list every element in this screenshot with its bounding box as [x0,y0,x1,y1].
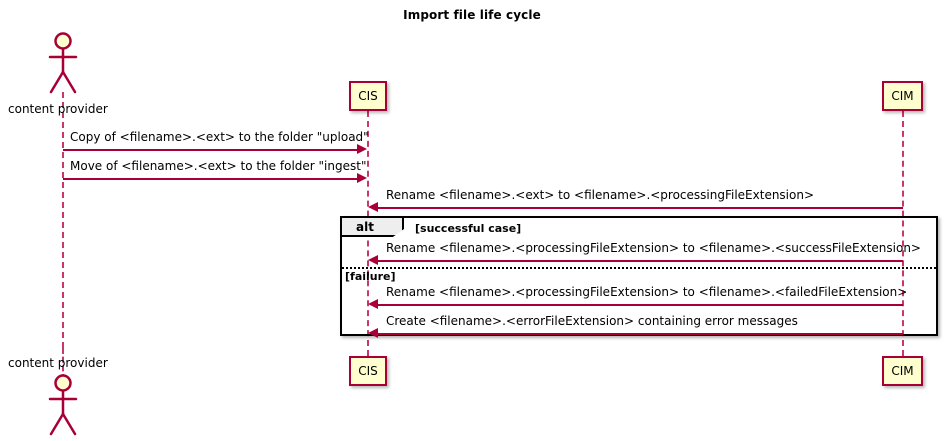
message-line-m1 [63,149,359,151]
message-label-m3: Rename <filename>.<ext> to <filename>.<p… [386,188,815,202]
message-label-m4: Rename <filename>.<processingFileExtensi… [386,241,921,255]
message-label-m6: Create <filename>.<errorFileExtension> c… [386,314,798,328]
participant-cim-top[interactable]: CIM [882,81,923,111]
message-arrowhead-m2 [357,173,367,183]
message-line-m6 [378,333,903,335]
actor-label-top: content provider [8,102,108,116]
message-arrowhead-m1 [357,144,367,154]
message-label-m5: Rename <filename>.<processingFileExtensi… [386,285,908,299]
diagram-title: Import file life cycle [403,8,541,22]
actor-stick-figure-icon [48,32,78,94]
alt-fragment-operator-tab: alt [342,218,404,237]
message-arrowhead-m3 [368,202,378,212]
actor-content-provider-top [43,32,83,94]
alt-fragment-else-divider [342,267,936,269]
message-label-m2: Move of <filename>.<ext> to the folder "… [70,159,367,173]
message-arrowhead-m5 [368,299,378,309]
actor-content-provider-bottom [43,374,83,436]
participant-cis-top[interactable]: CIS [349,81,387,111]
message-arrowhead-m4 [368,255,378,265]
participant-cis-bottom[interactable]: CIS [349,356,387,386]
message-arrowhead-m6 [368,328,378,338]
message-line-m3 [378,207,903,209]
actor-stick-figure-icon [48,374,78,436]
message-line-m4 [378,260,903,262]
lifeline-content-provider-lower [62,348,64,380]
message-line-m5 [378,304,903,306]
message-label-m1: Copy of <filename>.<ext> to the folder "… [70,130,369,144]
lifeline-cim [902,111,904,356]
alt-fragment-guard-successful: [successful case] [415,222,522,235]
alt-fragment-frame [340,216,938,336]
alt-fragment-guard-failure: [failure] [345,270,396,283]
message-line-m2 [63,178,359,180]
participant-cim-bottom[interactable]: CIM [882,356,923,386]
lifeline-content-provider [62,92,64,348]
actor-label-bottom: content provider [8,356,108,370]
